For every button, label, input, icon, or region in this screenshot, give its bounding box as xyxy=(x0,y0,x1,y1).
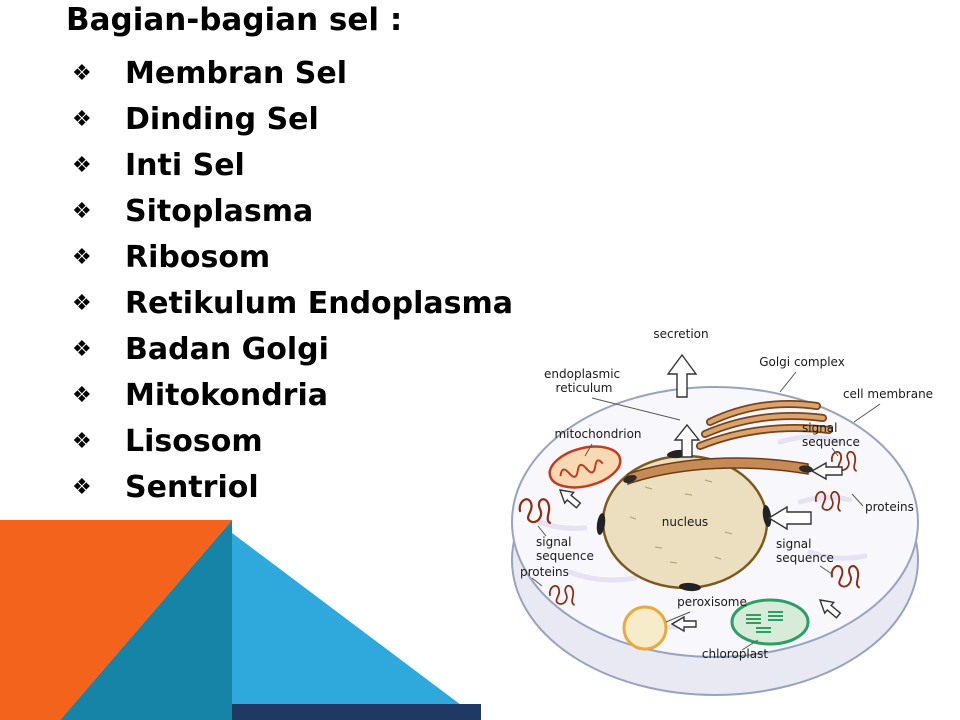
list-item: ❖ Membran Sel xyxy=(0,50,513,96)
transport-up-arrow-icon xyxy=(673,423,701,458)
nucleus-label: nucleus xyxy=(662,515,708,529)
list-item: ❖ Lisosom xyxy=(0,418,513,464)
diamond-bullet-icon: ❖ xyxy=(72,428,92,454)
list-item-label: Retikulum Endoplasma xyxy=(125,285,514,321)
diamond-bullet-icon: ❖ xyxy=(72,382,92,408)
er-ribbon xyxy=(623,457,813,486)
diamond-bullet-icon: ❖ xyxy=(72,474,92,500)
list-item: ❖ Retikulum Endoplasma xyxy=(0,280,513,326)
list-item-label: Membran Sel xyxy=(125,55,348,91)
nuclear-pore xyxy=(762,505,772,527)
bullet-list: ❖ Membran Sel ❖ Dinding Sel ❖ Inti Sel ❖… xyxy=(0,50,513,510)
diamond-bullet-icon: ❖ xyxy=(72,152,92,178)
list-item: ❖ Badan Golgi xyxy=(0,326,513,372)
list-item-label: Sentriol xyxy=(125,469,259,505)
list-item: ❖ Mitokondria xyxy=(0,372,513,418)
label-leader-lines xyxy=(531,371,881,651)
signal-sequence-label: signal sequence xyxy=(776,537,834,565)
list-item-label: Lisosom xyxy=(125,423,263,459)
diamond-bullet-icon: ❖ xyxy=(72,290,92,316)
diamond-bullet-icon: ❖ xyxy=(72,60,92,86)
mitochondrion-shape xyxy=(548,445,622,489)
list-item-label: Ribosom xyxy=(125,239,271,275)
nucleus-arrow-icon xyxy=(767,505,812,531)
list-item-label: Dinding Sel xyxy=(125,101,319,137)
diamond-bullet-icon: ❖ xyxy=(72,198,92,224)
nucleus-texture xyxy=(629,479,733,564)
list-item-label: Mitokondria xyxy=(125,377,328,413)
list-item-label: Sitoplasma xyxy=(125,193,314,229)
signal-sequence-label: signal sequence xyxy=(536,535,594,563)
list-item-label: Inti Sel xyxy=(125,147,245,183)
proteins-label: proteins xyxy=(865,500,914,514)
proteins-label: proteins xyxy=(520,565,569,579)
list-item: ❖ Inti Sel xyxy=(0,142,513,188)
corner-decoration xyxy=(0,520,481,720)
chloroplast-label: chloroplast xyxy=(702,647,768,661)
golgi-stack xyxy=(696,400,833,450)
list-item: ❖ Ribosom xyxy=(0,234,513,280)
diamond-bullet-icon: ❖ xyxy=(72,336,92,362)
list-item: ❖ Sitoplasma xyxy=(0,188,513,234)
peroxisome-shape xyxy=(622,605,668,651)
orange-shape xyxy=(0,520,232,720)
list-item-label: Badan Golgi xyxy=(125,331,329,367)
navy-strip xyxy=(232,704,481,720)
chloroplast-shape xyxy=(730,598,810,646)
nuclear-pore xyxy=(596,513,606,535)
endoplasmic-reticulum-label: endoplasmic reticulum xyxy=(544,367,624,395)
light-blue-triangle xyxy=(232,533,481,720)
secretion-arrow-icon xyxy=(666,353,698,398)
mitochondrion-label: mitochondrion xyxy=(554,427,641,441)
list-item: ❖ Dinding Sel xyxy=(0,96,513,142)
er-arrow-icon xyxy=(810,461,843,481)
nuclear-pore xyxy=(679,582,701,592)
secretion-label: secretion xyxy=(653,327,708,341)
page-title: Bagian-bagian sel : xyxy=(66,2,403,38)
cell-diagram: secretion endoplasmic reticulum Golgi co… xyxy=(480,322,946,714)
golgi-complex-label: Golgi complex xyxy=(759,355,845,369)
cell-membrane-label: cell membrane xyxy=(843,387,933,401)
peroxisome-label: peroxisome xyxy=(677,595,747,609)
signal-sequence-label: signal sequence xyxy=(802,421,860,449)
diamond-bullet-icon: ❖ xyxy=(72,106,92,132)
list-item: ❖ Sentriol xyxy=(0,464,513,510)
diamond-bullet-icon: ❖ xyxy=(72,244,92,270)
